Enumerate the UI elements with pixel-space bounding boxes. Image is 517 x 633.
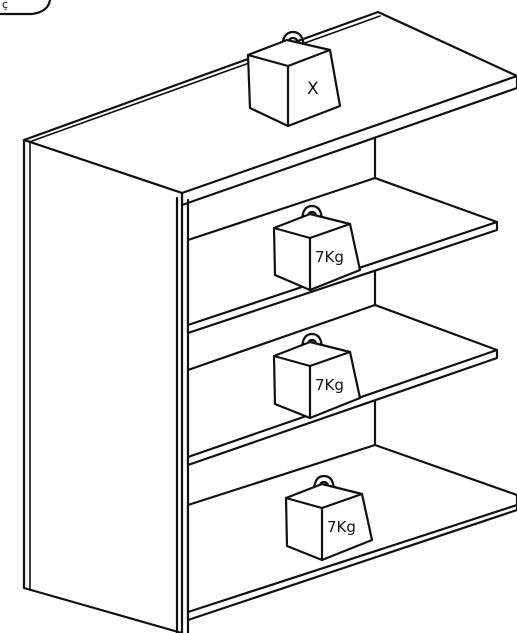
left-side-panel <box>22 138 184 633</box>
corner-label-frame <box>0 0 52 16</box>
weight-shelf-middle-label: 7Kg <box>315 376 344 394</box>
weight-shelf-bottom-label: 7Kg <box>327 518 356 536</box>
top-slab-back-line <box>31 15 381 142</box>
weight-top-label: X <box>307 79 319 99</box>
weight-shelf-middle-icon <box>272 332 362 420</box>
shelf-bottom-front-edge <box>186 503 517 614</box>
weight-top-icon <box>246 30 342 128</box>
top-slab-front-edge <box>180 74 517 195</box>
weight-shelf-upper-icon <box>272 204 362 292</box>
corner-label-text: ç <box>2 0 8 11</box>
weight-shelf-bottom-icon <box>284 474 374 562</box>
weight-shelf-upper-label: 7Kg <box>315 248 344 266</box>
